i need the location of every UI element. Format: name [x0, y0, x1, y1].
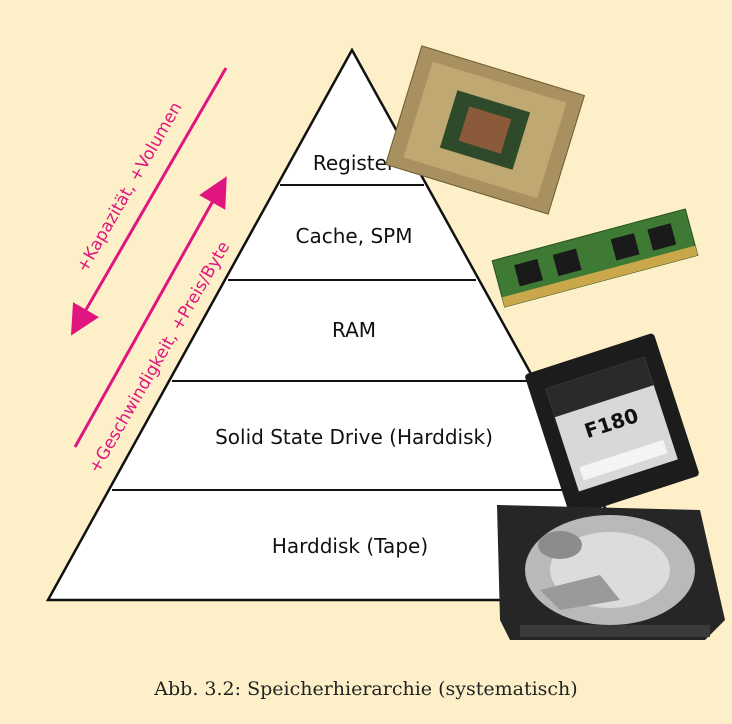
level-ram: RAM	[332, 318, 376, 342]
level-cache: Cache, SPM	[296, 224, 413, 248]
ssd-photo: F180	[525, 333, 699, 517]
pyramid	[45, 47, 659, 602]
arrow-up-right	[73, 176, 227, 448]
ram-module-photo	[491, 208, 699, 308]
level-harddisk: Harddisk (Tape)	[272, 534, 428, 558]
level-ssd: Solid State Drive (Harddisk)	[215, 425, 493, 449]
arrow-down-left	[70, 67, 228, 336]
level-register: Register	[313, 151, 396, 175]
harddisk-photo	[497, 505, 725, 640]
capacity-label: +Kapazität, +Volumen	[73, 99, 187, 276]
figure-caption: Abb. 3.2: Speicherhierarchie (systematis…	[154, 678, 578, 700]
cpu-photo	[384, 45, 586, 215]
